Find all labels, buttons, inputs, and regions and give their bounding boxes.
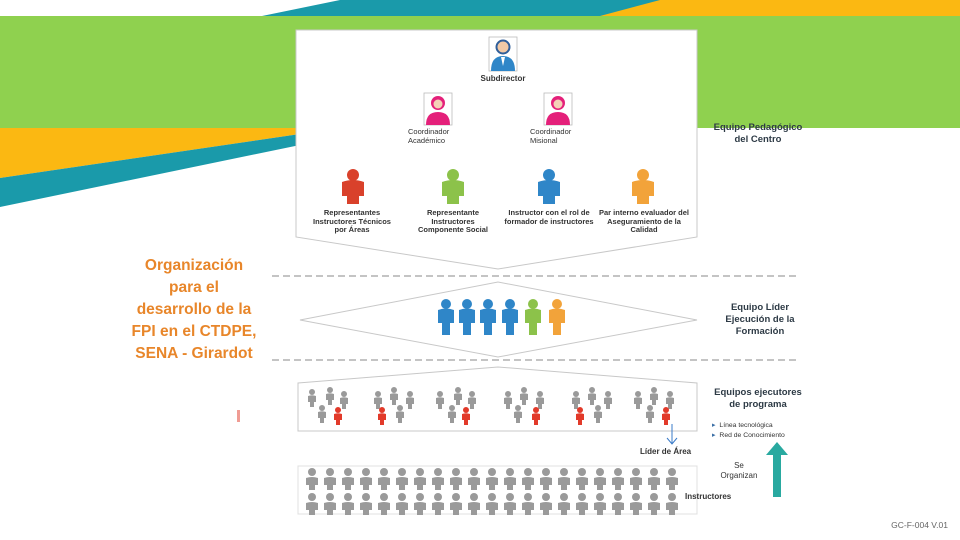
teal-stripe-left [0,134,300,207]
person-green-icon [442,169,464,204]
coordinator-misional-icon [543,92,573,126]
instructors-row-1 [306,468,678,490]
leader-team-label: Equipo Líder Ejecución de la Formación [725,302,795,337]
team-label-social: Representante Instructores Componente So… [417,208,488,234]
person-blue-icon [538,169,560,204]
coordinator-misional-label: Coordinador Misional [530,127,572,145]
coordinator-academic-icon [423,92,453,126]
bullet-item: Línea tecnológica [712,421,785,431]
lider-area-label: Líder de Área [640,447,692,456]
teal-stripe-top [262,0,720,16]
bullet-item: Red de Conocimiento [712,431,784,441]
executor-groups [308,387,674,425]
leader-person-2 [459,299,475,335]
red-mark [237,410,240,422]
leader-person-5 [525,299,541,335]
person-orange-icon [632,169,654,204]
coordinator-academic-label: Coordinador Académico [408,127,450,145]
leader-team-icons [438,299,565,335]
instructores-label: Instructores [685,492,732,501]
subdirector-label: Subdirector [480,74,526,83]
executor-group-6 [634,387,674,425]
executor-group-4 [504,387,544,425]
yellow-stripe-left [0,128,300,178]
executor-group-3 [436,387,476,425]
instructors-row-2 [306,493,678,515]
leader-team-diamond [299,281,698,358]
executor-group-1 [308,387,348,425]
leader-person-1 [438,299,454,335]
leader-person-3 [480,299,496,335]
executors-team-label: Equipos ejecutores de programa [714,387,802,410]
executor-group-2 [374,387,414,425]
team-label-quality: Par interno evaluador del Aseguramiento … [598,208,690,234]
executors-bullet-list: Línea tecnológica Red de Conocimiento [712,421,785,441]
team-label-technical: Representantes Instructores Técnicos por… [313,208,391,234]
document-code: GC-F-004 V.01 [891,520,948,530]
subdirector-icon [488,36,518,72]
person-red-icon [342,169,364,204]
instructors-crowd [306,468,678,515]
side-title: Organización para el desarrollo de la FP… [131,257,257,362]
up-arrow-icon [766,442,788,497]
pedagogic-team-label: Equipo Pedagógico del Centro [713,122,803,145]
team-label-trainer: Instructor con el rol de formador de ins… [504,208,594,226]
leader-person-6 [549,299,565,335]
down-arrow-icon [666,424,678,445]
yellow-stripe-top [600,0,960,16]
se-organizan-label: Se Organizan [720,461,758,480]
executor-group-5 [572,387,612,425]
pedagogic-team-box [295,29,698,270]
leader-person-4 [502,299,518,335]
